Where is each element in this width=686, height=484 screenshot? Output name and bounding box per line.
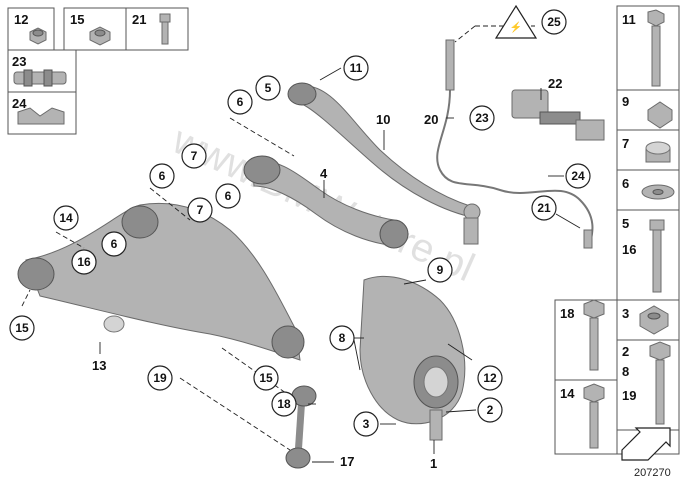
svg-text:20: 20 — [424, 112, 438, 127]
callout-6b: 6 — [149, 163, 175, 189]
svg-text:22: 22 — [548, 76, 562, 91]
callout-13: 13 — [92, 358, 106, 373]
svg-text:6: 6 — [111, 237, 118, 251]
callout-3: 3 — [353, 411, 379, 437]
svg-text:15: 15 — [15, 321, 29, 335]
callout-7b: 7 — [187, 197, 213, 223]
panel-label-24: 24 — [12, 96, 27, 111]
callout-15a: 15 — [9, 315, 35, 341]
callout-25: 25 — [541, 9, 567, 35]
svg-text:5: 5 — [265, 81, 272, 95]
control-arm-4 — [243, 155, 409, 249]
panel-label-7: 7 — [622, 136, 629, 151]
callout-9: 9 — [427, 257, 453, 283]
panel-label-11: 11 — [622, 12, 636, 27]
svg-text:4: 4 — [320, 166, 328, 181]
svg-text:14: 14 — [59, 211, 73, 225]
callout-11: 11 — [343, 55, 369, 81]
callout-19: 19 — [147, 365, 173, 391]
svg-text:10: 10 — [376, 112, 390, 127]
callout-8: 8 — [329, 325, 355, 351]
svg-text:16: 16 — [77, 255, 91, 269]
panel-label-6: 6 — [622, 176, 629, 191]
callout-6a: 6 — [227, 89, 253, 115]
panel-label-12: 12 — [14, 12, 28, 27]
callout-6c: 6 — [215, 183, 241, 209]
panel-label-15: 15 — [70, 12, 84, 27]
svg-text:18: 18 — [277, 397, 291, 411]
sensor-icon: ⚡ — [494, 4, 538, 39]
callout-18: 18 — [271, 391, 297, 417]
inset-right-column: 11 9 7 6 5 16 18 3 2 8 19 14 — [554, 5, 680, 479]
callout-4: 4 — [320, 166, 328, 181]
svg-text:7: 7 — [191, 149, 198, 163]
svg-text:15: 15 — [259, 371, 273, 385]
panel-label-2: 2 — [622, 344, 629, 359]
callout-2: 2 — [477, 397, 503, 423]
svg-text:11: 11 — [350, 61, 363, 75]
inset-top-left: 12 15 21 23 24 — [7, 7, 189, 135]
reference-number: 207270 — [634, 467, 671, 479]
svg-text:13: 13 — [92, 358, 106, 373]
panel-label-5: 5 — [622, 216, 629, 231]
link-17 — [285, 385, 317, 469]
svg-text:21: 21 — [537, 201, 551, 215]
panel-label-23: 23 — [12, 54, 26, 69]
callout-14: 14 — [53, 205, 79, 231]
panel-label-16: 16 — [622, 242, 636, 257]
callout-10: 10 — [376, 112, 390, 127]
svg-text:19: 19 — [153, 371, 167, 385]
svg-text:3: 3 — [363, 417, 370, 431]
callout-7a: 7 — [181, 143, 207, 169]
svg-text:23: 23 — [475, 111, 489, 125]
panel-label-21: 21 — [132, 12, 146, 27]
direction-arrow-icon — [621, 427, 671, 461]
svg-text:2: 2 — [487, 403, 494, 417]
wheel-carrier-1 — [359, 276, 466, 441]
callout-6d: 6 — [101, 231, 127, 257]
panel-label-9: 9 — [622, 94, 629, 109]
svg-text:6: 6 — [225, 189, 232, 203]
lower-control-arm-13 — [17, 202, 305, 361]
panel-label-8: 8 — [622, 364, 629, 379]
callout-1: 1 — [430, 456, 437, 471]
panel-label-19: 19 — [622, 388, 636, 403]
svg-text:7: 7 — [197, 203, 204, 217]
sensor-cable-20 — [436, 39, 594, 249]
svg-text:6: 6 — [237, 95, 244, 109]
callout-20: 20 — [424, 112, 438, 127]
callout-21: 21 — [531, 195, 557, 221]
callout-16: 16 — [71, 249, 97, 275]
svg-text:9: 9 — [437, 263, 444, 277]
callout-5a: 5 — [255, 75, 281, 101]
svg-text:1: 1 — [430, 456, 437, 471]
panel-label-18: 18 — [560, 306, 574, 321]
callout-17: 17 — [340, 454, 354, 469]
panel-label-3: 3 — [622, 306, 629, 321]
callout-23: 23 — [469, 105, 495, 131]
svg-text:8: 8 — [339, 331, 346, 345]
svg-text:12: 12 — [483, 371, 497, 385]
callout-12: 12 — [477, 365, 503, 391]
panel-label-14: 14 — [560, 386, 575, 401]
callout-15b: 15 — [253, 365, 279, 391]
svg-text:6: 6 — [159, 169, 166, 183]
bracket-22 — [511, 89, 605, 141]
svg-text:17: 17 — [340, 454, 354, 469]
callout-24: 24 — [565, 163, 591, 189]
svg-text:24: 24 — [571, 169, 585, 183]
svg-text:25: 25 — [547, 15, 561, 29]
upper-control-arm-10 — [287, 82, 481, 245]
callout-22: 22 — [548, 76, 562, 91]
svg-text:⚡: ⚡ — [510, 21, 522, 34]
